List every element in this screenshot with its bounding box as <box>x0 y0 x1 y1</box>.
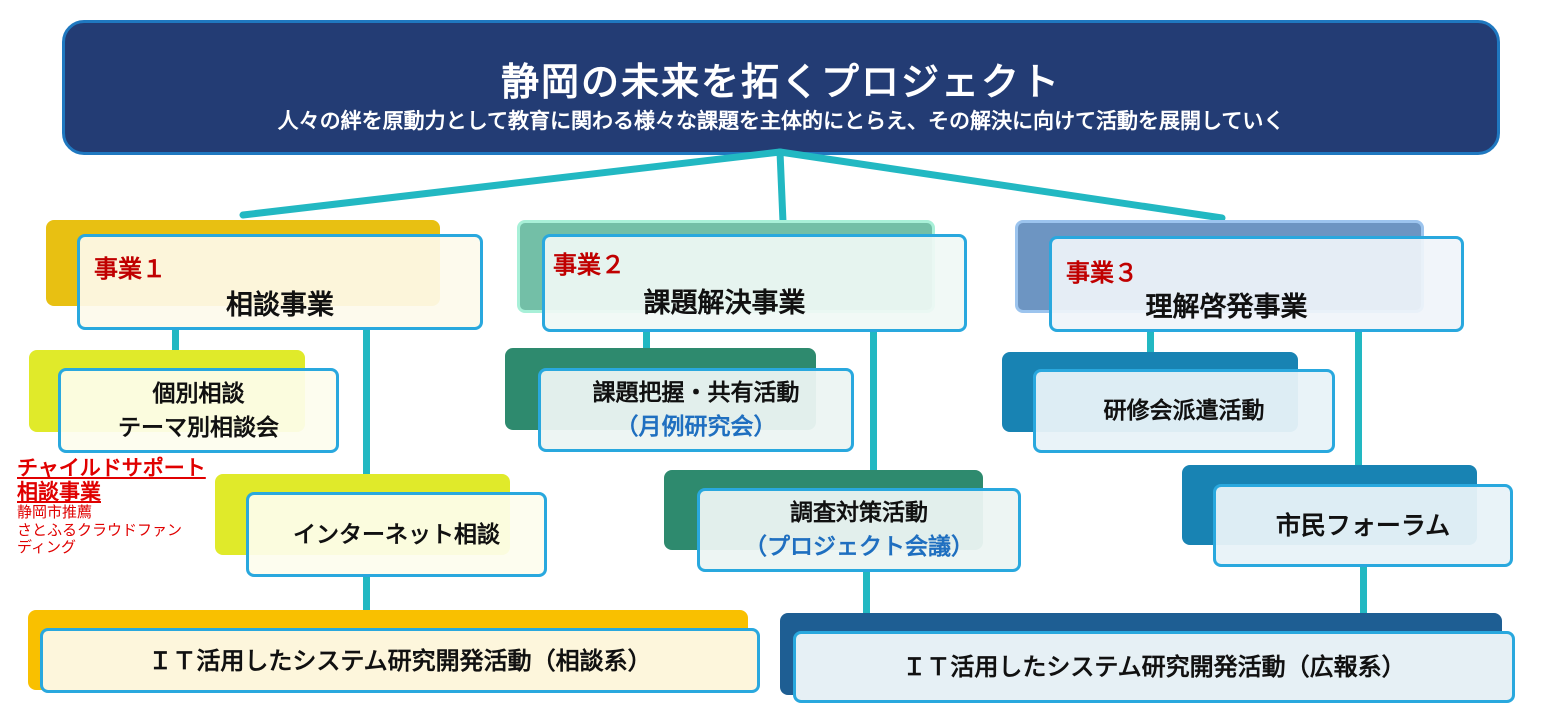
box-subtext: （プロジェクト会議） <box>744 534 974 560</box>
connector-line <box>776 148 1226 222</box>
box-text: 市民フォーラム <box>1275 510 1451 540</box>
business-2-box: 事業２ 課題解決事業 <box>542 234 967 332</box>
note-text: チャイルドサポート <box>17 456 206 480</box>
connector-line <box>1360 565 1367 615</box>
child-support-note: チャイルドサポート 相談事業 静岡市推薦 さとふるクラウドファン ディング <box>17 456 206 556</box>
connector-line <box>1147 330 1154 354</box>
project-subtitle: 人々の絆を原動力として教育に関わる様々な課題を主体的にとらえ、その解決に向けて活… <box>277 109 1285 133</box>
box-text: 研修会派遣活動 <box>1103 398 1265 424</box>
individual-consultation-box: 個別相談 テーマ別相談会 <box>58 368 339 453</box>
box-subtext: （月例研究会） <box>615 414 777 440</box>
business-1-title: 相談事業 <box>226 290 334 321</box>
business-2-label: 事業２ <box>553 251 625 279</box>
internet-consultation-box: インターネット相談 <box>246 492 547 577</box>
it-system-pr-box: ＩＴ活用したシステム研究開発活動（広報系） <box>793 631 1515 703</box>
citizen-forum-box: 市民フォーラム <box>1213 484 1513 567</box>
box-text: 課題把握・共有活動 <box>592 380 800 406</box>
it-system-consultation-box: ＩＴ活用したシステム研究開発活動（相談系） <box>40 628 760 693</box>
box-text: インターネット相談 <box>293 521 500 548</box>
issue-sharing-box: 課題把握・共有活動 （月例研究会） <box>538 368 854 452</box>
business-3-box: 事業３ 理解啓発事業 <box>1049 236 1464 332</box>
research-measures-box: 調査対策活動 （プロジェクト会議） <box>697 488 1021 572</box>
business-3-title: 理解啓発事業 <box>1145 292 1308 323</box>
note-text: さとふるクラウドファン <box>17 520 183 539</box>
box-text: 個別相談 <box>152 380 245 407</box>
connector-line <box>1355 330 1362 466</box>
note-text: ディング <box>17 537 76 556</box>
project-title: 静岡の未来を拓くプロジェクト <box>500 60 1061 104</box>
connector-line <box>643 330 650 352</box>
box-text: 調査対策活動 <box>790 500 928 526</box>
box-text: テーマ別相談会 <box>118 414 279 441</box>
connector-line <box>363 328 370 476</box>
business-3-label: 事業３ <box>1066 259 1138 287</box>
box-text: ＩＴ活用したシステム研究開発活動（相談系） <box>148 646 652 675</box>
connector-line <box>776 148 787 226</box>
box-text: ＩＴ活用したシステム研究開発活動（広報系） <box>902 653 1406 681</box>
connector-line <box>870 330 877 475</box>
connector-line <box>239 148 784 219</box>
connector-line <box>863 570 870 616</box>
connector-line <box>363 575 370 613</box>
business-1-label: 事業１ <box>94 255 166 283</box>
business-2-title: 課題解決事業 <box>643 288 806 319</box>
training-dispatch-box: 研修会派遣活動 <box>1033 369 1335 453</box>
note-text: 相談事業 <box>17 480 101 505</box>
note-text: 静岡市推薦 <box>17 503 93 522</box>
project-header: 静岡の未来を拓くプロジェクト 人々の絆を原動力として教育に関わる様々な課題を主体… <box>62 20 1500 155</box>
business-1-box: 事業１ 相談事業 <box>77 234 483 330</box>
connector-line <box>172 328 179 352</box>
